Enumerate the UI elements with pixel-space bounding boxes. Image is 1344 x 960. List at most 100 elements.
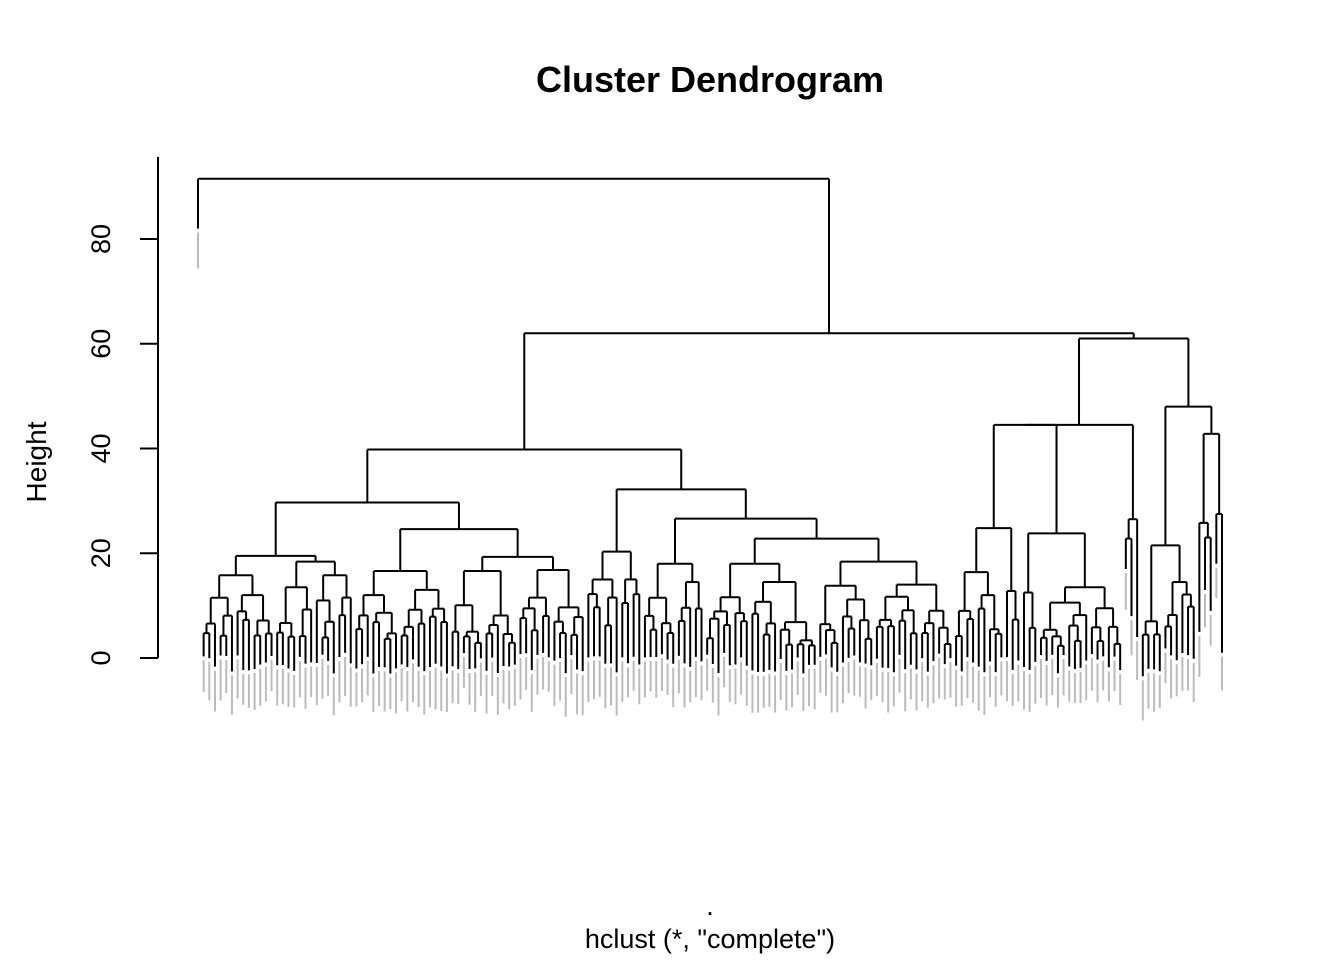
leaf-label: [1158, 675, 1161, 709]
leaf-label: [564, 677, 567, 717]
leaf-label: [1141, 680, 1144, 721]
leaf-label: [757, 675, 760, 713]
leaf-label: [1192, 662, 1195, 703]
leaf-label: [1045, 664, 1048, 706]
leaf-label: [502, 670, 505, 704]
leaf-label: [378, 670, 381, 707]
leaf-label: [270, 659, 273, 692]
leaf-label: [689, 670, 692, 703]
leaf-label: [938, 657, 941, 699]
leaf-label: [740, 661, 743, 695]
leaf-label: [1119, 674, 1122, 706]
leaf-label: [468, 672, 471, 705]
leaf-label: [349, 667, 352, 707]
leaf-label: [598, 660, 601, 697]
leaf-label: [293, 674, 296, 708]
leaf-label: [389, 677, 392, 709]
leaf-label: [344, 656, 347, 697]
leaf-label: [259, 668, 262, 706]
leaf-label: [310, 666, 313, 698]
leaf-label: [824, 658, 827, 696]
leaf-label: [660, 658, 663, 692]
leaf-label: [225, 660, 228, 694]
leaf-label: [428, 671, 431, 708]
leaf-label: [213, 670, 216, 712]
leaf-label: [406, 670, 409, 712]
leaf-label: [649, 661, 652, 692]
leaf-label: [1204, 593, 1207, 628]
leaf-label: [875, 662, 878, 697]
leaf-label: [536, 658, 539, 695]
leaf-label: [219, 659, 222, 701]
leaf-label: [1175, 664, 1178, 697]
method-subtitle: hclust (*, "complete"): [585, 924, 835, 954]
leaf-label: [264, 666, 267, 702]
leaf-label: [841, 666, 844, 704]
y-tick-label: 0: [86, 650, 116, 665]
leaf-label: [717, 677, 720, 716]
leaf-label: [1221, 656, 1223, 691]
leaf-label: [287, 672, 290, 707]
leaf-label: [989, 665, 992, 698]
leaf-label: [298, 660, 301, 698]
leaf-label: [417, 670, 420, 708]
leaf-labels: [197, 232, 1223, 721]
leaf-label: [1136, 641, 1139, 680]
leaf-label: [626, 667, 629, 698]
leaf-label: [197, 232, 199, 269]
leaf-label: [491, 661, 494, 697]
leaf-label: [1073, 672, 1076, 704]
leaf-label: [1017, 664, 1020, 702]
leaf-label: [383, 671, 386, 712]
leaf-label: [955, 669, 958, 707]
leaf-label: [1006, 661, 1009, 702]
leaf-label: [281, 668, 284, 705]
leaf-label: [1085, 664, 1088, 701]
leaf-label: [796, 661, 799, 695]
leaf-label: [604, 667, 607, 709]
leaf-label: [977, 670, 980, 711]
leaf-label: [445, 677, 448, 713]
leaf-label: [864, 667, 867, 709]
leaf-label: [932, 665, 935, 704]
leaf-label: [474, 672, 477, 712]
leaf-label: [1022, 671, 1025, 710]
chart-title: Cluster Dendrogram: [536, 59, 884, 100]
leaf-label: [513, 668, 516, 706]
leaf-label: [1147, 672, 1150, 709]
leaf-label: [1011, 673, 1014, 706]
leaf-label: [881, 671, 884, 703]
leaf-label: [643, 661, 646, 698]
leaf-label: [972, 666, 975, 703]
leaf-label: [791, 673, 794, 708]
leaf-label: [677, 659, 680, 694]
leaf-label: [858, 666, 861, 697]
leaf-label: [530, 674, 533, 712]
leaf-label: [1039, 659, 1042, 699]
leaf-label: [694, 660, 697, 698]
leaf-label: [423, 675, 426, 715]
leaf-label: [960, 675, 963, 706]
leaf-label: [774, 675, 777, 713]
leaf-label: [904, 673, 907, 712]
leaf-label: [921, 662, 924, 702]
y-tick-label: 80: [86, 224, 116, 254]
leaf-label: [836, 675, 839, 713]
leaf-label: [785, 674, 788, 711]
leaf-label: [615, 676, 618, 716]
leaf-label: [253, 672, 256, 710]
leaf-label: [926, 675, 929, 708]
leaf-label: [276, 669, 279, 706]
leaf-label: [1215, 567, 1218, 599]
leaf-label: [1034, 665, 1037, 704]
leaf-label: [779, 662, 782, 701]
leaf-label: [304, 667, 307, 709]
leaf-label: [581, 675, 584, 716]
leaf-label: [1028, 673, 1031, 712]
leaf-label: [366, 660, 369, 696]
leaf-label: [236, 659, 239, 699]
leaf-label: [819, 660, 822, 693]
leaf-label: [983, 676, 986, 715]
leaf-label: [395, 672, 398, 714]
leaf-label: [723, 656, 726, 688]
